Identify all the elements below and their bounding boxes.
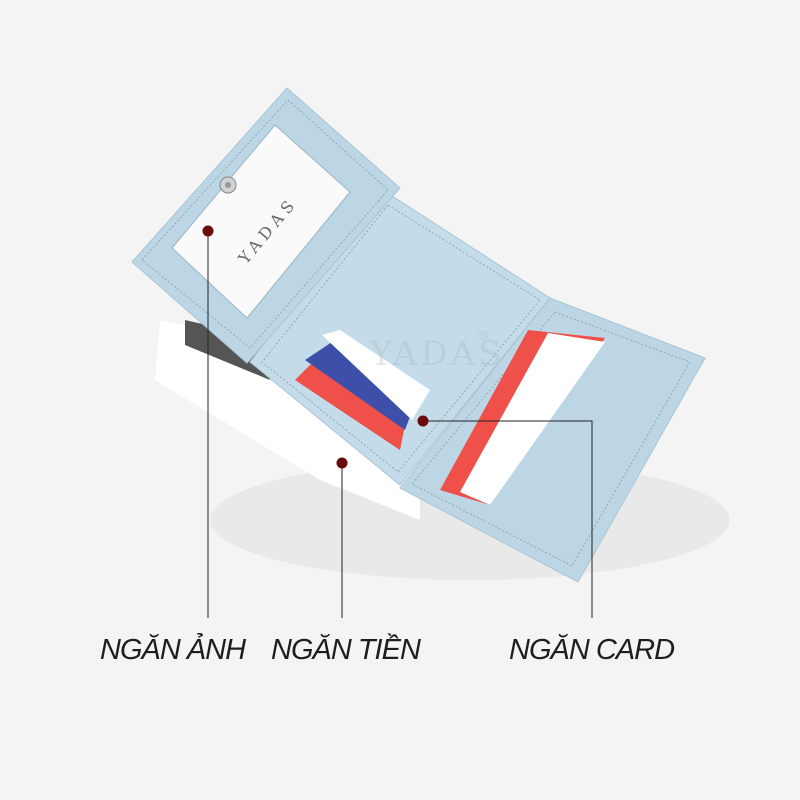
stitching <box>141 99 389 349</box>
photo-window <box>171 124 351 319</box>
callout-line-card <box>423 420 593 618</box>
stitching <box>411 311 691 567</box>
callout-dot-money <box>336 457 348 469</box>
label-money-compartment: NGĂN TIỀN <box>271 634 421 666</box>
watermark-registered: ® <box>478 327 489 343</box>
snap-button-center <box>225 182 231 188</box>
label-card-compartment: NGĂN CARD <box>509 634 675 666</box>
callout-dot-photo <box>202 225 214 237</box>
banknote-stack <box>155 320 420 520</box>
card-panel <box>399 297 706 583</box>
label-photo-compartment: NGĂN ẢNH <box>100 634 246 666</box>
card-blue <box>305 340 420 430</box>
card-white-small <box>322 330 430 420</box>
callout-dot-card <box>417 415 429 427</box>
watermark: YADAS <box>369 334 504 374</box>
stitching <box>261 204 541 473</box>
card-white <box>460 333 605 505</box>
